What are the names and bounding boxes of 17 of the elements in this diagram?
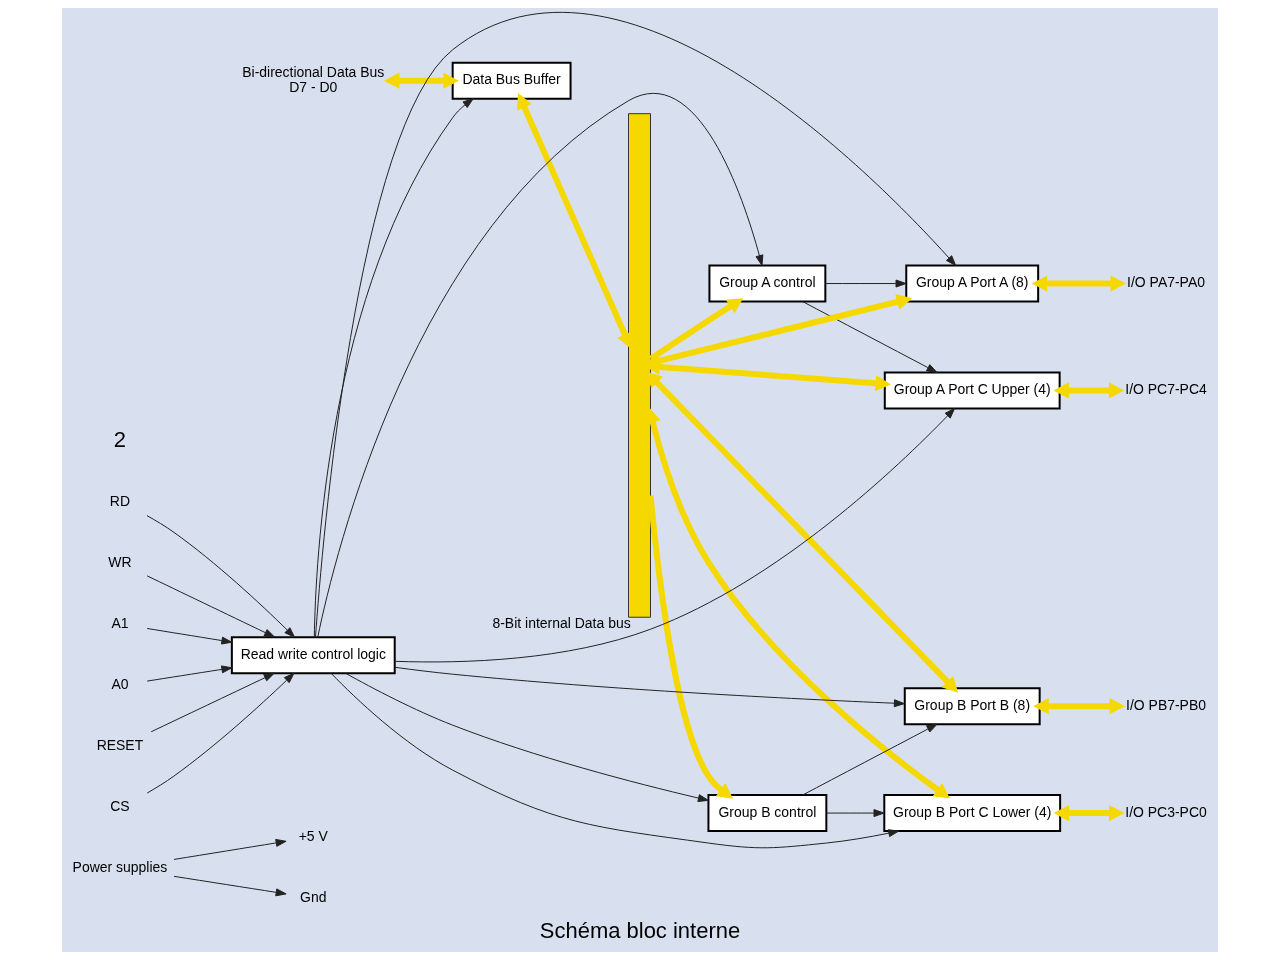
node-text: I/O PB7-PB0: [1126, 696, 1207, 713]
node-text: A0: [111, 675, 129, 692]
node-label: 8-Bit internal Data bus: [492, 615, 631, 632]
node-text: Power supplies: [72, 858, 168, 875]
label: 2: [113, 426, 127, 452]
node-text: I/O PA7-PA0: [1127, 274, 1205, 291]
caption: Schéma bloc interne: [539, 917, 741, 943]
node-text: RESET: [96, 736, 144, 753]
node-text: Gnd: [300, 888, 327, 905]
node-text: A1: [111, 614, 129, 631]
node-text: +5 V: [298, 827, 328, 844]
node-text: CS: [110, 797, 130, 814]
node-text: WR: [108, 553, 132, 570]
node-text: I/O PC7-PC4: [1125, 381, 1207, 398]
node-text: Bi-directional Data Bus D7 - D0: [242, 63, 385, 95]
node-text: I/O PC3-PC0: [1125, 803, 1207, 820]
node-text: RD: [109, 493, 131, 510]
